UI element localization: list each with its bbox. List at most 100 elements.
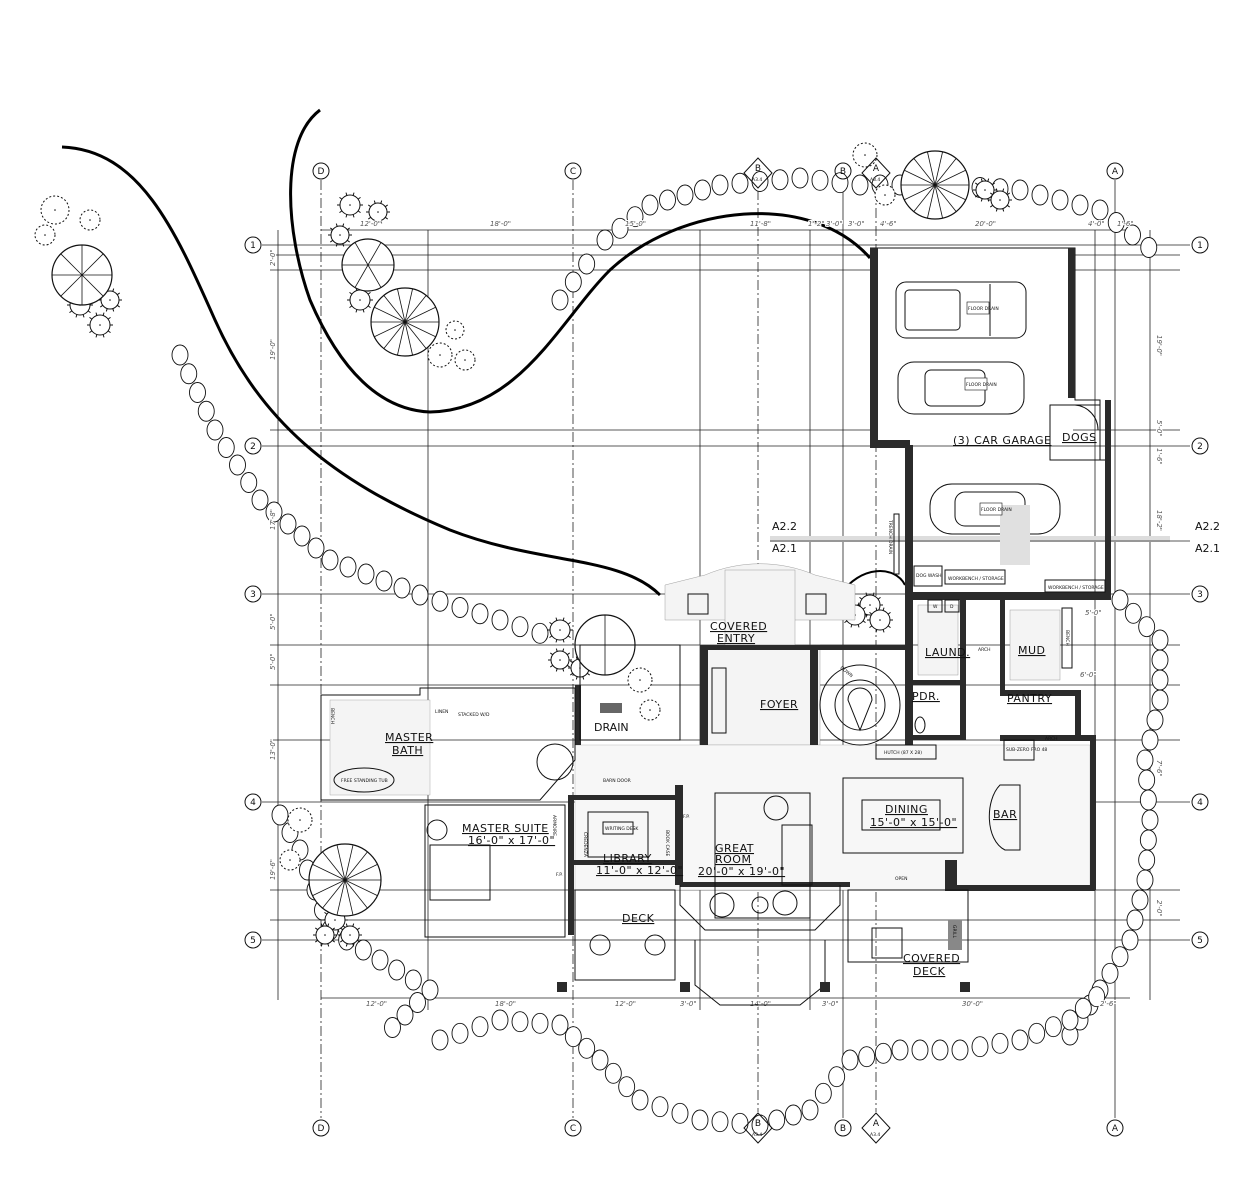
- shrub-icon: [347, 287, 373, 313]
- dim-right: 2'-0": [1155, 900, 1163, 917]
- room-label-covered-deck: COVERED: [903, 952, 960, 965]
- stepping-stone: [858, 1046, 876, 1068]
- stepping-stone: [1138, 769, 1156, 791]
- stepping-stone: [451, 597, 469, 618]
- svg-text:A3.4: A3.4: [752, 1132, 762, 1138]
- shrub-icon: [287, 807, 313, 833]
- shrub-icon: [427, 342, 453, 368]
- column-bubble-c-bottom: C: [564, 1119, 582, 1137]
- svg-text:C: C: [570, 1124, 576, 1134]
- dim-left: 17'-8": [269, 509, 277, 530]
- stepping-stone: [874, 1042, 892, 1064]
- shrub-icon: [874, 184, 896, 206]
- svg-text:4: 4: [1197, 798, 1203, 808]
- shrub-icon: [973, 178, 997, 202]
- stepping-stone: [768, 1109, 786, 1131]
- stepping-stone: [791, 167, 809, 189]
- stepping-stone: [279, 513, 297, 535]
- room-label-pantry: PANTRY: [1007, 692, 1052, 705]
- stepping-stone: [851, 174, 869, 196]
- section-marker-b-top: BA3.4: [743, 157, 773, 189]
- stepping-stone: [831, 172, 849, 194]
- dim-bottom: 18'-0": [495, 1000, 516, 1008]
- stepping-stone: [1151, 629, 1169, 651]
- stepping-stone: [891, 1039, 909, 1061]
- shrub-icon: [988, 188, 1012, 212]
- open-note: OPEN: [895, 876, 907, 882]
- stepping-stone: [271, 804, 289, 826]
- stepping-stone: [1111, 946, 1129, 968]
- stepping-stone: [1028, 1022, 1046, 1044]
- stepping-stone: [828, 1066, 846, 1088]
- stepping-stone: [388, 959, 406, 981]
- tree-icon: [308, 843, 382, 917]
- row-bubble-5-right: 5: [1191, 931, 1209, 949]
- stepping-stone: [471, 1016, 489, 1038]
- dim-top: 18'-0": [490, 220, 511, 228]
- shrub-icon: [40, 195, 70, 225]
- dim-top: 4'-6": [880, 220, 897, 228]
- dim-bottom: 2'-6": [1100, 1000, 1117, 1008]
- dim-right: 19'-0": [1155, 335, 1163, 356]
- stepping-stone: [931, 1039, 949, 1061]
- shrub-icon: [627, 667, 653, 693]
- stepping-stone: [1101, 962, 1119, 984]
- svg-text:B: B: [755, 1119, 761, 1129]
- stepping-stone: [531, 1012, 549, 1034]
- dim-bottom: 12'-0": [366, 1000, 387, 1008]
- column-bubble-a-top: A: [1106, 162, 1124, 180]
- service-rooms: W D LAUND. MUD BENCH PDR. PANTRY HUTCH (…: [875, 599, 1073, 761]
- section-marker-a-bottom: AA3.4: [861, 1112, 891, 1144]
- svg-text:A: A: [1112, 1124, 1119, 1134]
- stepping-stone: [1139, 789, 1157, 811]
- stepping-stone: [1061, 1009, 1079, 1031]
- row-bubble-4-right: 4: [1191, 793, 1209, 811]
- dim-top: 3'-0": [826, 220, 843, 228]
- master-wing: FREE STANDING TUB MASTER BATH LINEN STAC…: [320, 687, 631, 938]
- fireplace-note: F.P.: [556, 872, 563, 878]
- svg-text:FLOOR DRAIN: FLOOR DRAIN: [966, 382, 997, 388]
- stepping-stone: [611, 217, 629, 239]
- svg-text:D: D: [318, 1124, 325, 1134]
- dim-bottom: 3'-0": [680, 1000, 697, 1008]
- floor-drain-label: FLOOR DRAIN: [966, 301, 999, 315]
- arch-note: ARCH: [1045, 736, 1058, 742]
- row-bubble-1-left: 1: [244, 236, 262, 254]
- workbench-note: WORKBENCH / STORAGE: [948, 576, 1004, 582]
- dim-top: 1'-6": [1117, 220, 1134, 228]
- dim-top: 4'-0": [1088, 220, 1105, 228]
- stepping-stone: [421, 979, 439, 1001]
- dim-left: 19'-6": [269, 859, 277, 880]
- stepping-stone: [393, 577, 411, 599]
- svg-text:FLOOR DRAIN: FLOOR DRAIN: [968, 306, 999, 312]
- stepping-stone: [240, 472, 258, 493]
- landscaping-trees: [34, 142, 1012, 947]
- room-label-library: LIBRARY: [603, 852, 652, 865]
- svg-text:B: B: [840, 1124, 846, 1134]
- decks: DECK GRILL COVERED DECK: [557, 889, 970, 1006]
- stepping-stone: [711, 1111, 729, 1133]
- svg-text:2: 2: [1197, 442, 1203, 452]
- stepping-stone: [1124, 602, 1142, 624]
- tree-icon: [370, 287, 440, 357]
- section-label-upper-left: A2.2: [772, 520, 797, 533]
- dim-bottom: 14'-0": [750, 1000, 771, 1008]
- svg-text:D: D: [318, 167, 325, 177]
- room-label-powder: PDR.: [912, 690, 940, 703]
- svg-text:3: 3: [1197, 590, 1203, 600]
- stepping-stone: [1136, 749, 1154, 771]
- svg-text:3: 3: [250, 590, 256, 600]
- svg-text:2: 2: [250, 442, 256, 452]
- dim-right: 6'-0": [1080, 671, 1097, 679]
- hutch-note: HUTCH (87 X 28): [884, 750, 922, 756]
- drain-label: DRAIN: [594, 721, 629, 734]
- room-label-covered-entry: ENTRY: [717, 632, 755, 645]
- library-size: 11'-0" x 12'-0": [596, 864, 683, 877]
- tree-icon: [900, 150, 970, 220]
- stepping-stone: [251, 489, 269, 511]
- room-label-garage: (3) CAR GARAGE: [953, 434, 1051, 447]
- stepping-stone: [339, 556, 357, 578]
- svg-text:FLOOR DRAIN: FLOOR DRAIN: [981, 507, 1012, 513]
- stepping-stone: [307, 537, 325, 559]
- room-label-deck: DECK: [622, 912, 655, 925]
